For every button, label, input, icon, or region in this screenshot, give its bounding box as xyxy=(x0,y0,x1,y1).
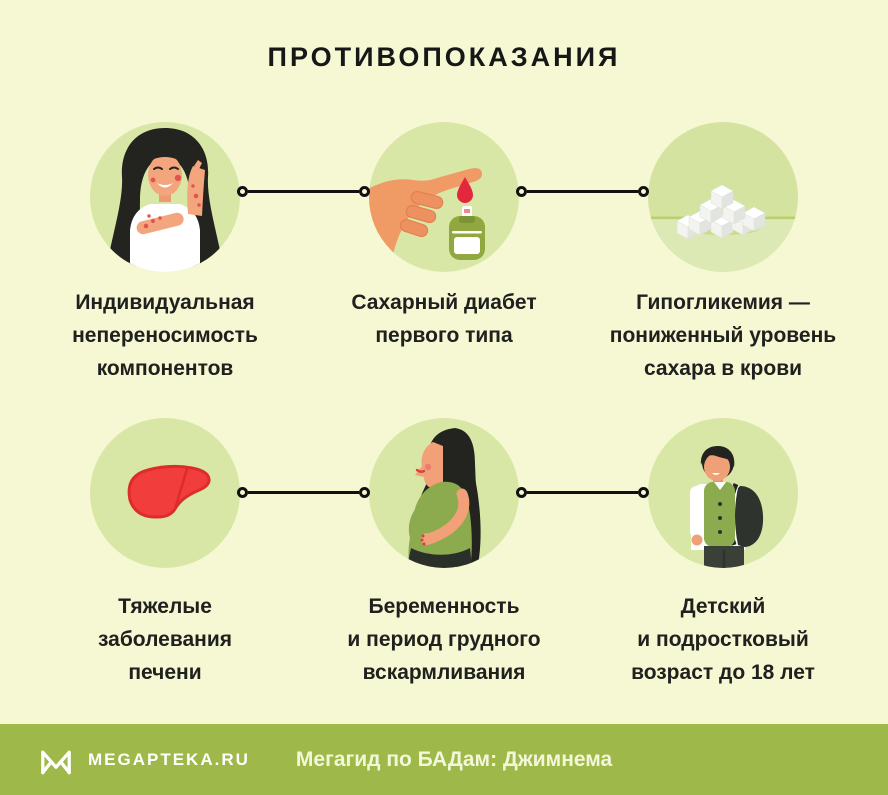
connector-ring xyxy=(359,487,370,498)
liver-illustration xyxy=(90,418,240,568)
pregnant-woman-illustration xyxy=(369,418,519,568)
connector-ring xyxy=(638,487,649,498)
label-line: Тяжелые xyxy=(118,595,212,618)
label-line: Сахарный диабет xyxy=(351,291,537,314)
connector-row1-left xyxy=(237,186,370,197)
minors-circle xyxy=(648,418,798,568)
label-hypoglycemia: Гипогликемия — пониженный уровень сахара… xyxy=(573,286,873,385)
label-line: и подростковый xyxy=(637,628,809,651)
connector-line xyxy=(527,491,638,494)
megapteka-m-logo xyxy=(41,750,71,774)
connector-ring xyxy=(359,186,370,197)
sugar-cubes-illustration xyxy=(648,122,798,272)
label-line: пониженный уровень xyxy=(609,324,837,347)
connector-row2-right xyxy=(516,487,649,498)
label-line: Гипогликемия — xyxy=(636,291,810,314)
boy-backpack-illustration xyxy=(648,418,798,568)
label-allergy: Индивидуальная непереносимость компонент… xyxy=(15,286,315,385)
connector-line xyxy=(248,190,359,193)
liver-circle xyxy=(90,418,240,568)
label-line: вскармливания xyxy=(362,661,526,684)
label-line: Детский xyxy=(680,595,766,618)
connector-row1-right xyxy=(516,186,649,197)
label-line: компонентов xyxy=(96,357,234,380)
label-line: печени xyxy=(128,661,202,684)
label-minors: Детский и подростковый возраст до 18 лет xyxy=(573,590,873,689)
label-diabetes: Сахарный диабет первого типа xyxy=(294,286,594,352)
allergy-woman-illustration xyxy=(90,122,240,272)
connector-line xyxy=(248,491,359,494)
diabetes-circle xyxy=(369,122,519,272)
label-liver: Тяжелые заболевания печени xyxy=(15,590,315,689)
connector-row2-left xyxy=(237,487,370,498)
allergy-circle xyxy=(90,122,240,272)
label-line: и период грудного xyxy=(347,628,541,651)
label-line: первого типа xyxy=(375,324,513,347)
hypoglycemia-circle xyxy=(648,122,798,272)
connector-line xyxy=(527,190,638,193)
pregnancy-circle xyxy=(369,418,519,568)
label-line: заболевания xyxy=(97,628,233,651)
connector-ring xyxy=(638,186,649,197)
connector-ring xyxy=(516,186,527,197)
connector-ring xyxy=(237,186,248,197)
label-line: сахара в крови xyxy=(643,357,803,380)
label-line: непереносимость xyxy=(72,324,258,347)
label-line: Беременность xyxy=(368,595,520,618)
connector-ring xyxy=(516,487,527,498)
page-title: ПРОТИВОПОКАЗАНИЯ xyxy=(267,42,621,72)
connector-ring xyxy=(237,487,248,498)
brand-name: MEGAPTEKA.RU xyxy=(88,749,250,769)
glucometer-hand-illustration xyxy=(369,122,519,272)
label-line: Индивидуальная xyxy=(75,291,255,314)
footer-caption: Мегагид по БАДам: Джимнема xyxy=(295,747,613,771)
footer-bar: MEGAPTEKA.RU Мегагид по БАДам: Джимнема xyxy=(0,724,888,795)
label-pregnancy: Беременность и период грудного вскармлив… xyxy=(294,590,594,689)
label-line: возраст до 18 лет xyxy=(631,661,815,684)
